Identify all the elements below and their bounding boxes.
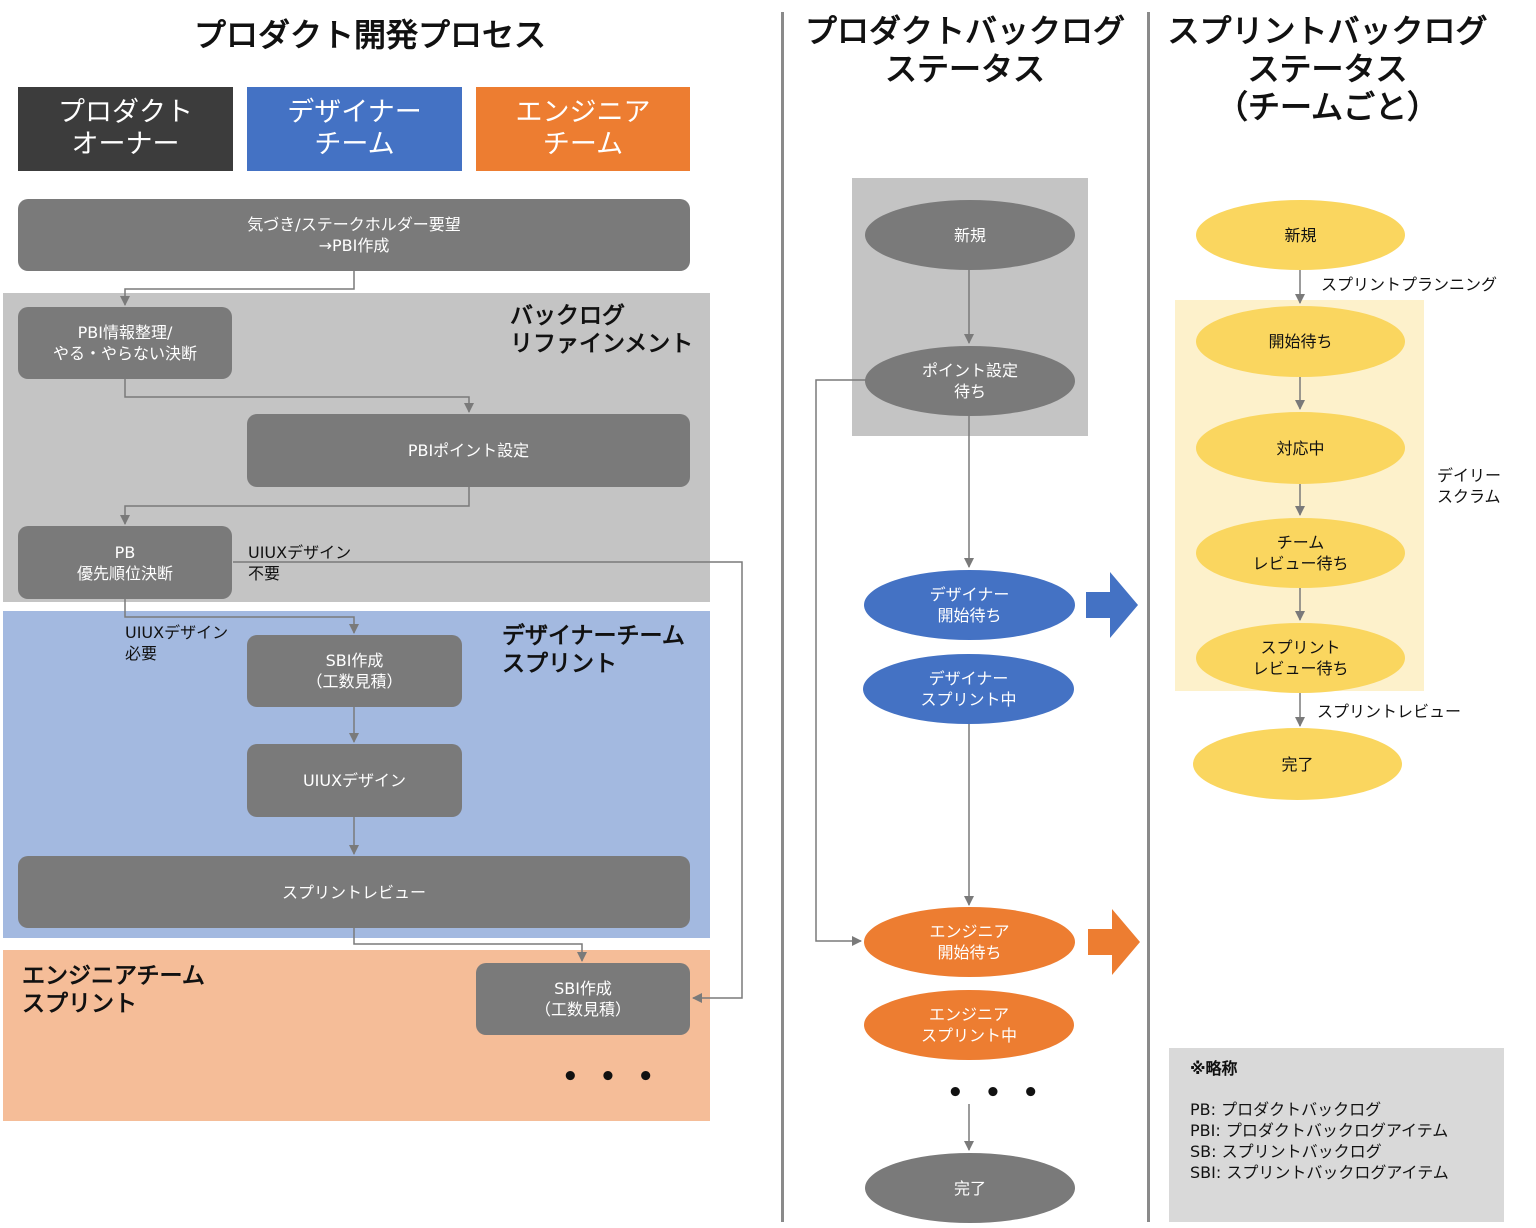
pb-priority-box: PB 優先順位決断 xyxy=(18,526,232,599)
role-engineer-team: エンジニア チーム xyxy=(476,87,690,171)
abbreviation-legend: ※略称 PB: プロダクトバックログ PBI: プロダクトバックログアイテム S… xyxy=(1169,1048,1504,1222)
pb-status-new: 新規 xyxy=(865,200,1075,270)
pbi-point-box: PBIポイント設定 xyxy=(247,414,690,487)
role-label: デザイナー チーム xyxy=(287,97,422,160)
role-product-owner: プロダクト オーナー xyxy=(18,87,233,171)
designer-transition-arrow xyxy=(1086,572,1138,638)
role-label: プロダクト オーナー xyxy=(58,97,193,160)
role-designer-team: デザイナー チーム xyxy=(247,87,462,171)
flow-point-to-priority xyxy=(120,487,470,525)
column-divider-2 xyxy=(1147,12,1150,1222)
sb-status-sprint-review-wait: スプリント レビュー待ち xyxy=(1196,623,1405,693)
legend-lines: PB: プロダクトバックログ PBI: プロダクトバックログアイテム SB: ス… xyxy=(1190,1100,1449,1182)
sb-status-start-wait: 開始待ち xyxy=(1196,306,1405,377)
legend-heading: ※略称 xyxy=(1190,1059,1238,1078)
flow-request-to-sort xyxy=(120,271,355,306)
request-box: 気づき/ステークホルダー要望 →PBI作成 xyxy=(18,199,690,271)
process-title: プロダクト開発プロセス xyxy=(193,16,546,54)
flow-review-to-sbi-e xyxy=(353,928,587,962)
need-design-note: UIUXデザイン 必要 xyxy=(125,623,229,663)
sb-daily-scrum-note: デイリー スクラム xyxy=(1437,466,1502,506)
pb-status-title: プロダクトバックログ ステータス xyxy=(804,12,1125,88)
pbi-sort-box: PBI情報整理/ やる・やらない決断 xyxy=(18,307,232,379)
sbi-create-designer-box: SBI作成 （工数見積） xyxy=(247,635,462,707)
sb-planning-note: スプリントプランニング xyxy=(1321,275,1498,294)
no-design-note: UIUXデザイン 不要 xyxy=(248,543,352,583)
sb-status-new: 新規 xyxy=(1196,200,1405,270)
pb-status-designer-wait: デザイナー 開始待ち xyxy=(864,570,1075,640)
pb-status-point-wait: ポイント設定 待ち xyxy=(865,346,1075,416)
sb-sprint-review-note: スプリントレビュー xyxy=(1317,702,1462,721)
pb-status-ellipsis: • • • xyxy=(947,1078,1045,1108)
sbi-create-engineer-box: SBI作成 （工数見積） xyxy=(476,963,690,1035)
pb-status-engineer-sprint: エンジニア スプリント中 xyxy=(864,990,1074,1060)
sb-status-in-progress: 対応中 xyxy=(1196,412,1405,484)
sb-status-done: 完了 xyxy=(1193,728,1402,800)
refinement-label: バックログ リファインメント xyxy=(510,303,694,357)
process-ellipsis: • • • xyxy=(562,1062,660,1092)
flow-sort-to-point xyxy=(124,379,474,413)
sb-status-title: スプリントバックログ ステータス （チームごと） xyxy=(1167,12,1488,126)
flow-pb-point-to-engineer xyxy=(815,379,866,946)
designer-sprint-label: デザイナーチーム スプリント xyxy=(502,623,685,677)
engineer-transition-arrow xyxy=(1088,909,1140,975)
pb-status-done: 完了 xyxy=(865,1153,1075,1223)
engineer-sprint-label: エンジニアチーム スプリント xyxy=(22,963,205,1017)
uiux-design-box: UIUXデザイン xyxy=(247,744,462,817)
role-label: エンジニア チーム xyxy=(515,97,651,160)
flow-priority-to-sbi-d xyxy=(124,599,359,634)
flow-priority-to-sbi-e xyxy=(233,561,743,1003)
sb-status-team-review-wait: チーム レビュー待ち xyxy=(1196,518,1405,588)
sprint-review-box: スプリントレビュー xyxy=(18,856,690,928)
pb-status-designer-sprint: デザイナー スプリント中 xyxy=(863,654,1074,724)
column-divider-1 xyxy=(781,12,784,1222)
pb-status-engineer-wait: エンジニア 開始待ち xyxy=(864,907,1075,977)
